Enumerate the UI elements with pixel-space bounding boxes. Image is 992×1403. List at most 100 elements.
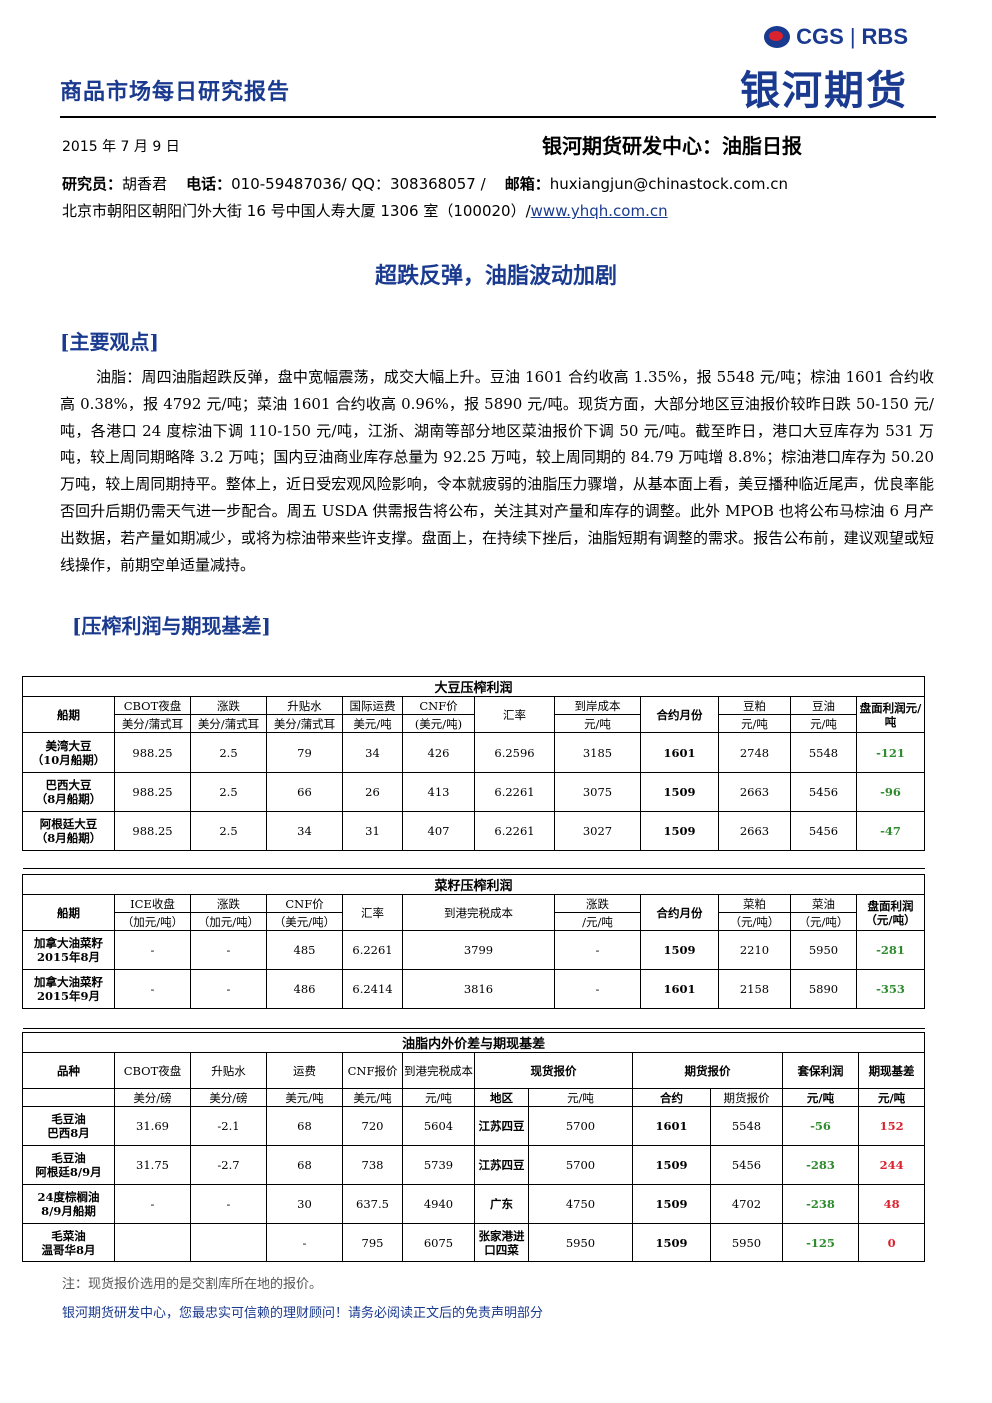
unit: 美元/吨 bbox=[266, 1088, 343, 1107]
cell: 34 bbox=[266, 811, 343, 851]
cell: -2.7 bbox=[190, 1145, 267, 1185]
body-paragraph: 油脂：周四油脂超跌反弹，盘中宽幅震荡，成交大幅上升。豆油 1601 合约收高 1… bbox=[60, 368, 934, 574]
col-ice: ICE收盘 bbox=[114, 894, 191, 913]
col-oil: 菜油 bbox=[790, 894, 857, 913]
basis-cell: 48 bbox=[857, 1184, 926, 1224]
cell: 2158 bbox=[718, 969, 791, 1009]
cell: - bbox=[554, 930, 641, 970]
cell: 江苏四豆 bbox=[474, 1106, 529, 1146]
cell: 1509 bbox=[632, 1145, 711, 1185]
unit: 元/吨 bbox=[718, 714, 791, 733]
col-change: 涨跌 bbox=[190, 696, 267, 715]
cell: 1601 bbox=[640, 732, 719, 773]
col-fx: 汇率 bbox=[474, 696, 555, 733]
cell: 486 bbox=[266, 969, 343, 1009]
cell bbox=[114, 1223, 191, 1262]
profit-cell: -353 bbox=[855, 969, 926, 1009]
cell: 2748 bbox=[718, 732, 791, 773]
cell: 5548 bbox=[790, 732, 857, 773]
basis-cell: 244 bbox=[857, 1145, 926, 1185]
col-change: 涨跌 bbox=[190, 894, 267, 913]
cell: - bbox=[554, 969, 641, 1009]
unit: 美分/磅 bbox=[114, 1088, 191, 1107]
researcher-name: 胡香君 bbox=[122, 175, 168, 193]
cell: 6.2261 bbox=[474, 811, 555, 851]
cell: - bbox=[266, 1223, 343, 1262]
cell: 738 bbox=[342, 1145, 403, 1185]
cell: 988.25 bbox=[114, 732, 191, 773]
logo-divider: | bbox=[849, 24, 856, 49]
cell: 2663 bbox=[718, 811, 791, 851]
soy-crush-table: 大豆压榨利润 船期 CBOT夜盘 涨跌 升贴水 国际运费 CNF价 汇率 到岸成… bbox=[21, 676, 926, 869]
cell: 张家港进口四菜 bbox=[474, 1223, 529, 1262]
basis-table-title: 油脂内外价差与期现基差 bbox=[21, 1032, 926, 1053]
unit: （加元/吨） bbox=[114, 912, 191, 931]
cell: - bbox=[190, 969, 267, 1009]
cell: 1601 bbox=[632, 1106, 711, 1146]
cell: 5890 bbox=[790, 969, 857, 1009]
unit: （元/吨） bbox=[718, 912, 791, 931]
row-label: 巴西大豆（8月船期） bbox=[22, 772, 115, 812]
cell: 3075 bbox=[554, 772, 641, 812]
cell: 1509 bbox=[632, 1223, 711, 1262]
website-link[interactable]: www.yhqh.com.cn bbox=[530, 202, 668, 220]
col-fut-price: 期货报价 bbox=[710, 1088, 783, 1107]
row-label: 毛豆油阿根廷8/9月 bbox=[22, 1145, 115, 1185]
unit: 元/吨 bbox=[528, 1088, 633, 1107]
cell: 3816 bbox=[402, 969, 555, 1009]
col-profit: 盘面利润元/吨 bbox=[855, 696, 926, 733]
address-line: 北京市朝阳区朝阳门外大街 16 号中国人寿大厦 1306 室（100020）/w… bbox=[62, 200, 668, 221]
cell: 3027 bbox=[554, 811, 641, 851]
cell: 广东 bbox=[474, 1184, 529, 1224]
col-cost: 到港完税成本 bbox=[402, 894, 555, 931]
cell: 1509 bbox=[640, 811, 719, 851]
col-futures: 期货报价 bbox=[632, 1052, 783, 1089]
cell: 4702 bbox=[710, 1184, 783, 1224]
col-ship: 船期 bbox=[22, 696, 115, 733]
unit: 元/吨 bbox=[402, 1088, 475, 1107]
cell: 1509 bbox=[640, 772, 719, 812]
unit: （美元/吨） bbox=[266, 912, 343, 931]
footer-disclaimer: 银河期货研发中心，您最忠实可信赖的理财顾问！请务必阅读正文后的免责声明部分 bbox=[62, 1306, 544, 1321]
cell: 5950 bbox=[790, 930, 857, 970]
hedge-cell: -283 bbox=[782, 1145, 859, 1185]
cell: 5604 bbox=[402, 1106, 475, 1146]
section-heading-views: [主要观点] bbox=[60, 330, 159, 354]
col-premium: 升贴水 bbox=[266, 696, 343, 715]
cell: 66 bbox=[266, 772, 343, 812]
unit: 元/吨 bbox=[782, 1088, 859, 1107]
logo-cgs-text: CGS bbox=[796, 24, 844, 49]
cell: 988.25 bbox=[114, 811, 191, 851]
cell: 5700 bbox=[528, 1145, 633, 1185]
cell: - bbox=[190, 1184, 267, 1224]
cell: - bbox=[114, 969, 191, 1009]
report-date: 2015 年 7 月 9 日 bbox=[62, 139, 180, 155]
cell: 68 bbox=[266, 1145, 343, 1185]
cell: 1509 bbox=[640, 930, 719, 970]
cell: -2.1 bbox=[190, 1106, 267, 1146]
header-divider bbox=[60, 116, 936, 118]
row-label: 阿根廷大豆（8月船期） bbox=[22, 811, 115, 851]
phone-label: 电话： bbox=[186, 175, 232, 193]
col-cnf: CNF价 bbox=[402, 696, 475, 715]
table-row: 毛菜油温哥华8月 - 795 6075 张家港进口四菜 5950 1509 59… bbox=[22, 1223, 926, 1262]
col-variety: 品种 bbox=[22, 1052, 115, 1089]
rape-table-title: 菜籽压榨利润 bbox=[21, 874, 926, 895]
cell: 79 bbox=[266, 732, 343, 773]
unit: /元/吨 bbox=[554, 912, 641, 931]
table-row: 阿根廷大豆（8月船期） 988.25 2.5 34 31 407 6.2261 … bbox=[22, 811, 926, 851]
profit-cell: -47 bbox=[855, 811, 926, 851]
profit-cell: -281 bbox=[855, 930, 926, 970]
hedge-cell: -125 bbox=[782, 1223, 859, 1262]
cell: 413 bbox=[402, 772, 475, 812]
col-basis: 期现基差 bbox=[857, 1052, 926, 1089]
table-row: 毛豆油巴西8月 31.69 -2.1 68 720 5604 江苏四豆 5700… bbox=[22, 1106, 926, 1146]
col-contract: 合约月份 bbox=[640, 696, 719, 733]
basis-cell: 152 bbox=[857, 1106, 926, 1146]
cell: 2.5 bbox=[190, 772, 267, 812]
cell: 6.2596 bbox=[474, 732, 555, 773]
